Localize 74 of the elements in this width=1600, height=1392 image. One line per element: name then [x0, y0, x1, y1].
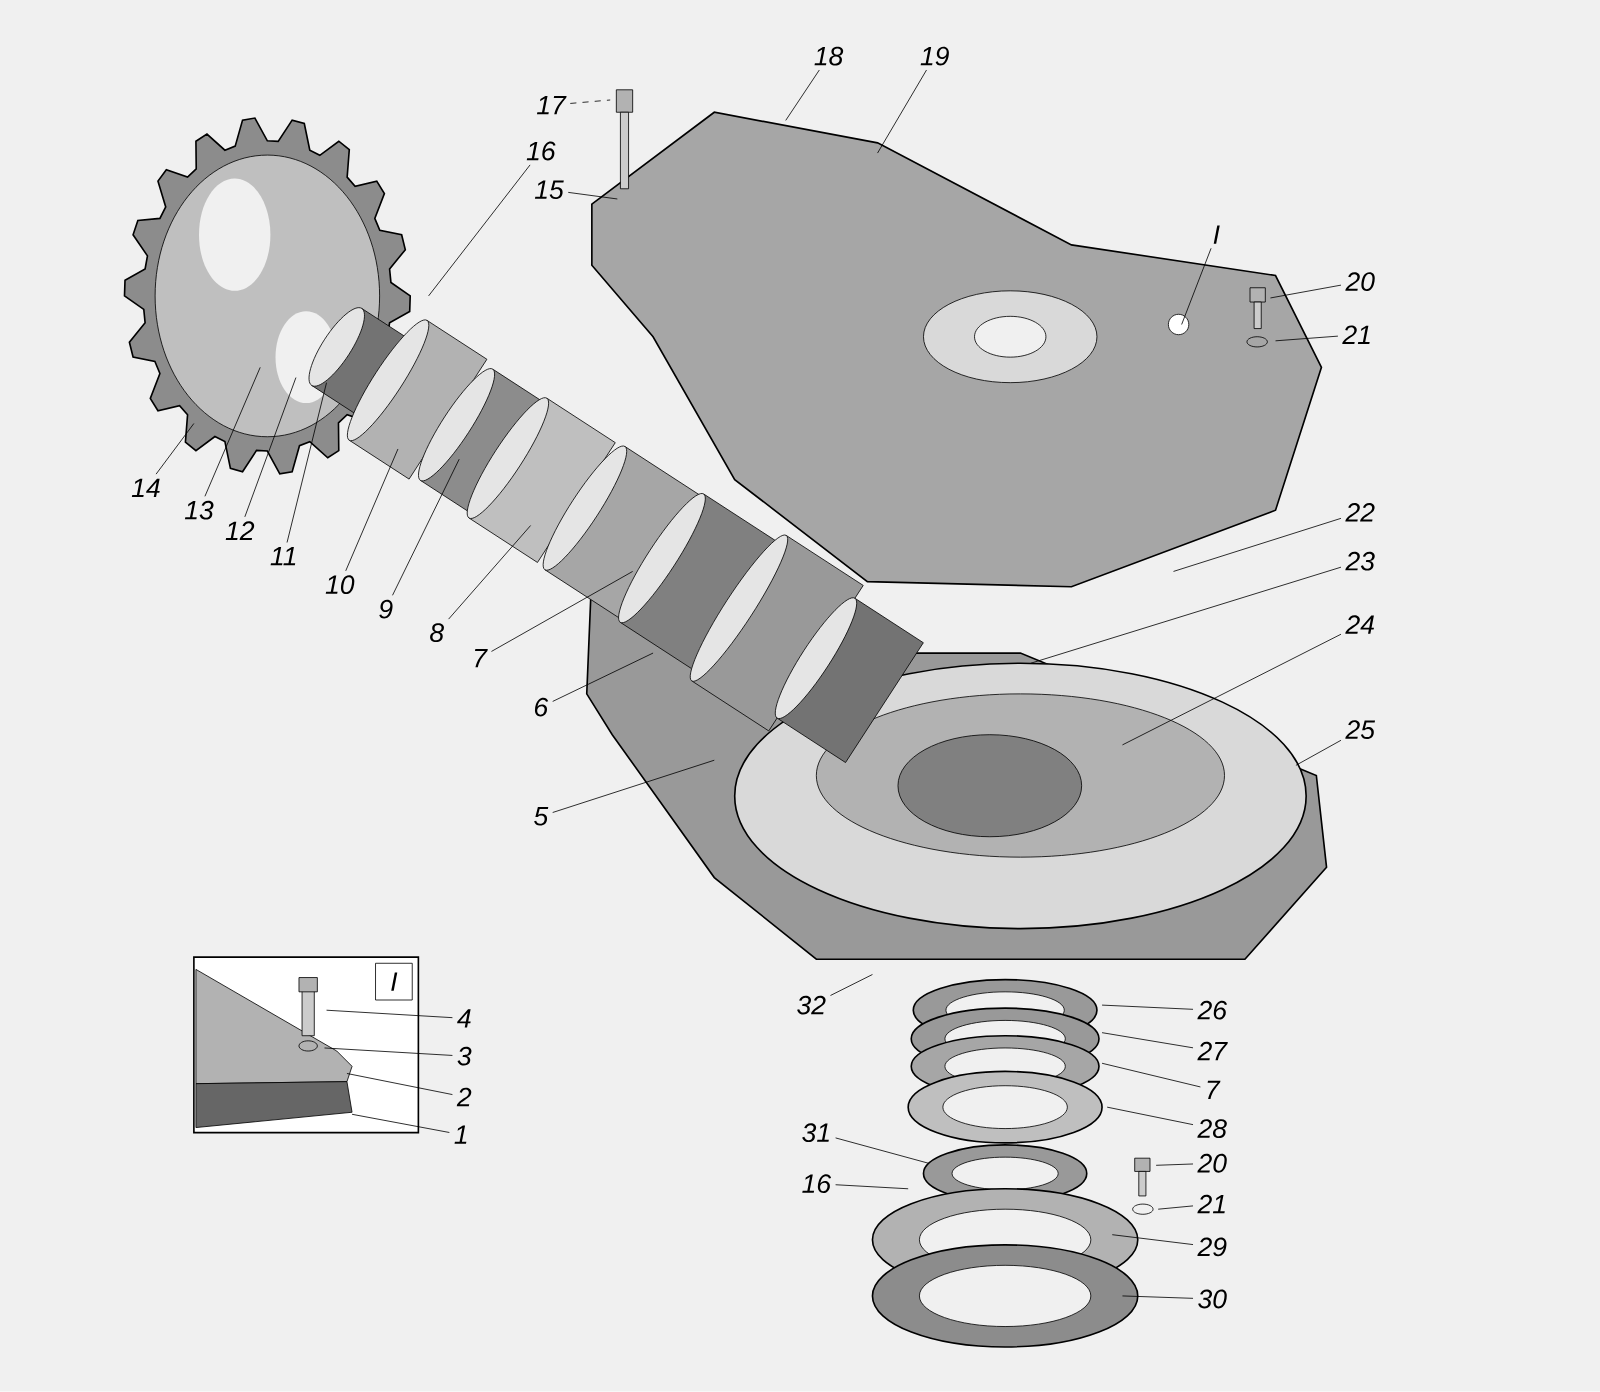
- leader-line: [204, 367, 261, 497]
- callout-number: 20: [1197, 1153, 1227, 1173]
- callout-number: 16: [802, 1174, 832, 1194]
- leader-line: [1101, 1032, 1194, 1049]
- callout-number: 29: [1197, 1237, 1227, 1257]
- callout-number: 32: [797, 995, 826, 1015]
- leader-line: [830, 974, 873, 996]
- callout-number: 4: [457, 1009, 471, 1028]
- leader-line: [877, 69, 927, 154]
- leader-line: [392, 458, 460, 596]
- callout-number: 7: [475, 649, 488, 668]
- callout-number: 23: [1345, 551, 1375, 571]
- leader-line: [1111, 1234, 1194, 1246]
- leader-line: [1101, 1004, 1194, 1010]
- callout-number: 30: [1198, 1289, 1227, 1309]
- leader-line: [1101, 1062, 1201, 1088]
- callout-number: 28: [1197, 1119, 1227, 1139]
- callout-number: 16: [526, 141, 556, 161]
- leader-line: [552, 652, 654, 702]
- leader-line: [1275, 335, 1339, 342]
- leader-line: [345, 448, 399, 572]
- leader-line: [1030, 566, 1342, 664]
- callout-number: 8: [430, 623, 444, 643]
- leader-line: [351, 1113, 450, 1133]
- leader-line: [286, 382, 327, 543]
- detail-label: I: [375, 962, 413, 1001]
- leader-line: [448, 525, 532, 620]
- callout-number: 11: [270, 547, 296, 566]
- leader-line: [569, 99, 611, 104]
- callout-number: 7: [1207, 1080, 1221, 1099]
- callout-number: 25: [1345, 720, 1376, 740]
- leader-line: [326, 1009, 453, 1019]
- callout-number: 31: [802, 1123, 829, 1143]
- callout-number: 26: [1197, 1000, 1227, 1020]
- leader-line: [1106, 1106, 1194, 1126]
- leader-line: [1122, 1295, 1194, 1299]
- leader-line: [567, 192, 618, 200]
- callout-number: 1: [454, 1125, 467, 1144]
- leader-line: [244, 377, 297, 518]
- callout-number: 10: [325, 575, 355, 595]
- callout-number: 21: [1197, 1194, 1225, 1214]
- leader-line: [835, 1137, 929, 1164]
- callout-number: 5: [534, 807, 549, 826]
- callout-number: 19: [920, 46, 949, 66]
- callout-number: 2: [456, 1087, 472, 1107]
- callout-number: 13: [184, 500, 214, 520]
- leader-line: [1157, 1205, 1194, 1210]
- callout-number: 9: [379, 599, 393, 619]
- leader-line: [155, 423, 195, 475]
- callout-number: 12: [225, 521, 255, 540]
- callout-number: 24: [1345, 615, 1374, 634]
- leader-line: [428, 164, 531, 297]
- leader-line: [1270, 284, 1342, 299]
- leader-line: [552, 759, 715, 813]
- leader-line: [1122, 633, 1342, 746]
- leader-line: [1295, 739, 1342, 766]
- callout-number: 6: [534, 697, 549, 717]
- callout-number: 17: [536, 96, 567, 115]
- callout-number: 22: [1345, 503, 1375, 522]
- leader-line: [835, 1184, 909, 1190]
- leader-line: [346, 1073, 453, 1096]
- callout-number: 15: [534, 180, 564, 200]
- leader-line: [491, 571, 634, 652]
- callout-number: 27: [1197, 1041, 1228, 1061]
- callout-number: 20: [1345, 272, 1375, 292]
- leader-line: [785, 69, 820, 121]
- leader-line: [1155, 1163, 1194, 1166]
- callout-number: 14: [131, 478, 160, 497]
- leader-line: [324, 1047, 453, 1056]
- callout-number: 21: [1342, 325, 1370, 345]
- leader-line: [1173, 518, 1342, 572]
- callout-number: 3: [457, 1046, 472, 1066]
- callout-number: I: [1213, 225, 1220, 244]
- callout-number: 18: [814, 46, 844, 66]
